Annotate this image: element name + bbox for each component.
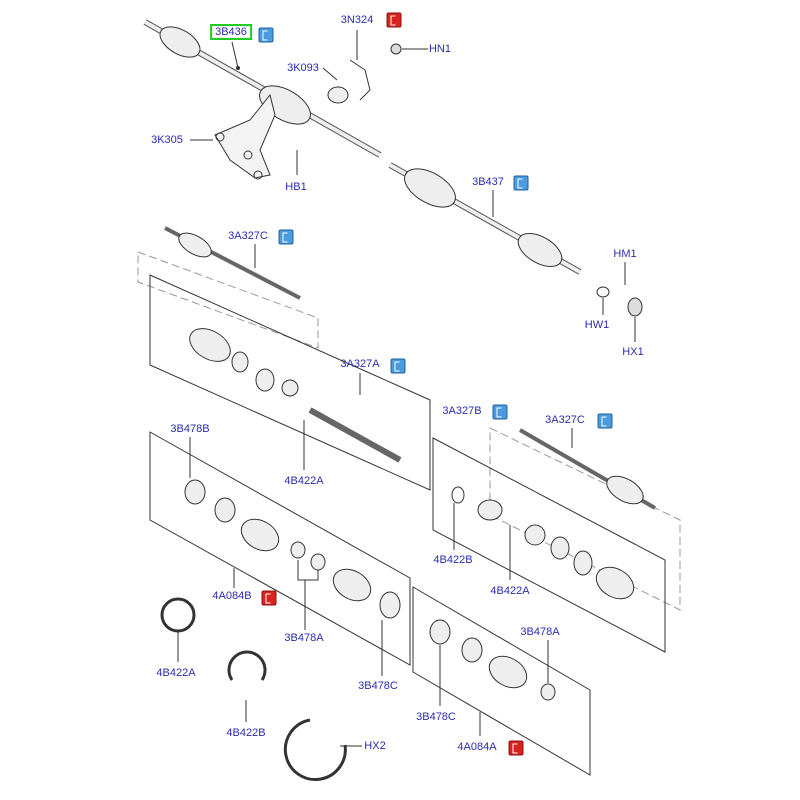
part-label-HX2[interactable]: HX2 [364, 740, 386, 752]
part-label-3K093[interactable]: 3K093 [287, 62, 319, 74]
part-label-3A327C[interactable]: 3A327C [228, 230, 268, 242]
part-label-4B422B[interactable]: 4B422B [433, 554, 473, 566]
part-label-3N324[interactable]: 3N324 [340, 14, 374, 26]
part-label-3A327B[interactable]: 3A327B [442, 405, 482, 417]
info-note-icon[interactable] [492, 404, 508, 420]
info-note-icon[interactable] [278, 229, 294, 245]
part-label-3K305[interactable]: 3K305 [151, 134, 183, 146]
part-label-4B422A[interactable]: 4B422A [284, 475, 324, 487]
driveshaft-3B437[interactable] [388, 161, 582, 275]
restricted-note-icon[interactable] [386, 12, 402, 28]
part-label-3B478A[interactable]: 3B478A [284, 632, 324, 644]
part-label-4B422A[interactable]: 4B422A [490, 585, 530, 597]
part-label-4A084A[interactable]: 4A084A [457, 741, 497, 753]
part-label-3B437[interactable]: 3B437 [472, 176, 504, 188]
part-label-3B478C[interactable]: 3B478C [358, 680, 398, 692]
restricted-note-icon[interactable] [261, 590, 277, 606]
part-label-3B436[interactable]: 3B436 [210, 24, 252, 40]
info-note-icon[interactable] [390, 358, 406, 374]
info-note-icon[interactable] [597, 413, 613, 429]
info-note-icon[interactable] [258, 27, 274, 43]
part-label-HW1[interactable]: HW1 [584, 319, 610, 331]
panel-4A084A [412, 586, 591, 776]
part-label-HB1[interactable]: HB1 [285, 181, 307, 193]
part-label-HM1[interactable]: HM1 [613, 248, 637, 260]
part-label-3B478B[interactable]: 3B478B [170, 423, 210, 435]
panel-3A327B [432, 437, 666, 653]
part-label-4B422B[interactable]: 4B422B [226, 727, 266, 739]
bracket-3N324[interactable] [349, 30, 371, 101]
part-label-3A327C[interactable]: 3A327C [545, 414, 585, 426]
panel-4A084B [149, 431, 411, 666]
part-label-3A327A[interactable]: 3A327A [340, 358, 380, 370]
part-label-HN1[interactable]: HN1 [428, 43, 452, 55]
restricted-note-icon[interactable] [508, 740, 524, 756]
part-label-4A084B[interactable]: 4A084B [212, 590, 252, 602]
info-note-icon[interactable] [513, 175, 529, 191]
part-label-3B478A[interactable]: 3B478A [520, 626, 560, 638]
panel-3A327A [149, 274, 431, 491]
part-label-HX1[interactable]: HX1 [622, 346, 644, 358]
bearing-bracket[interactable] [190, 93, 276, 180]
part-label-3B478C[interactable]: 3B478C [416, 711, 456, 723]
part-label-4B422A[interactable]: 4B422A [156, 667, 196, 679]
